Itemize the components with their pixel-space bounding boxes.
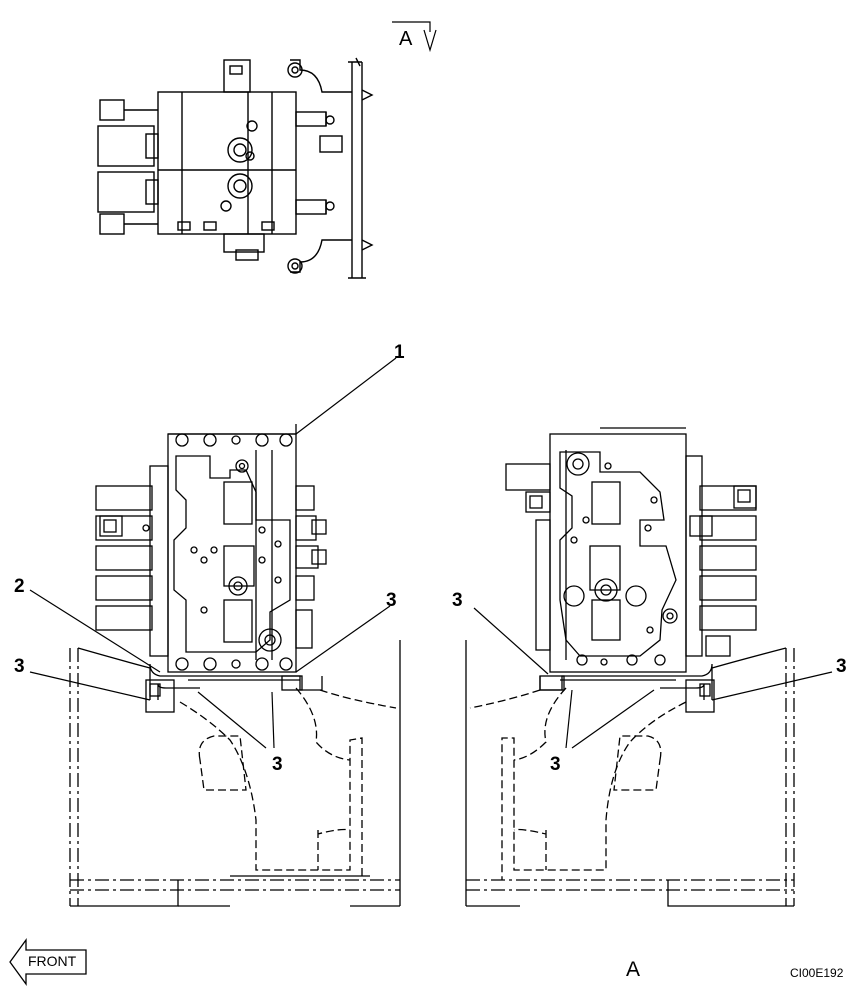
right-frame bbox=[465, 640, 795, 907]
left-arrow-icon bbox=[9, 938, 87, 986]
callout-3-right-outer: 3 bbox=[836, 656, 847, 677]
left-leader-lines bbox=[29, 357, 397, 749]
callout-3-left-bottom: 3 bbox=[272, 754, 283, 775]
left-frame bbox=[69, 640, 401, 907]
callout-3-left-right: 3 bbox=[386, 590, 397, 611]
top-view-valve bbox=[97, 57, 374, 279]
section-letter: A bbox=[399, 28, 413, 50]
right-leader-lines bbox=[473, 607, 833, 749]
callout-3-right-bottom: 3 bbox=[550, 754, 561, 775]
front-label: FRONT bbox=[28, 953, 77, 969]
section-marker bbox=[392, 21, 437, 53]
view-label: A bbox=[626, 958, 641, 981]
callout-1: 1 bbox=[394, 342, 405, 363]
callout-2: 2 bbox=[14, 576, 25, 597]
left-valve-body bbox=[95, 424, 327, 691]
drawing-code: CI00E192 bbox=[790, 966, 844, 980]
callout-3-right-left: 3 bbox=[452, 590, 463, 611]
right-valve-body bbox=[505, 427, 757, 691]
callout-3-left-outer: 3 bbox=[14, 656, 25, 677]
